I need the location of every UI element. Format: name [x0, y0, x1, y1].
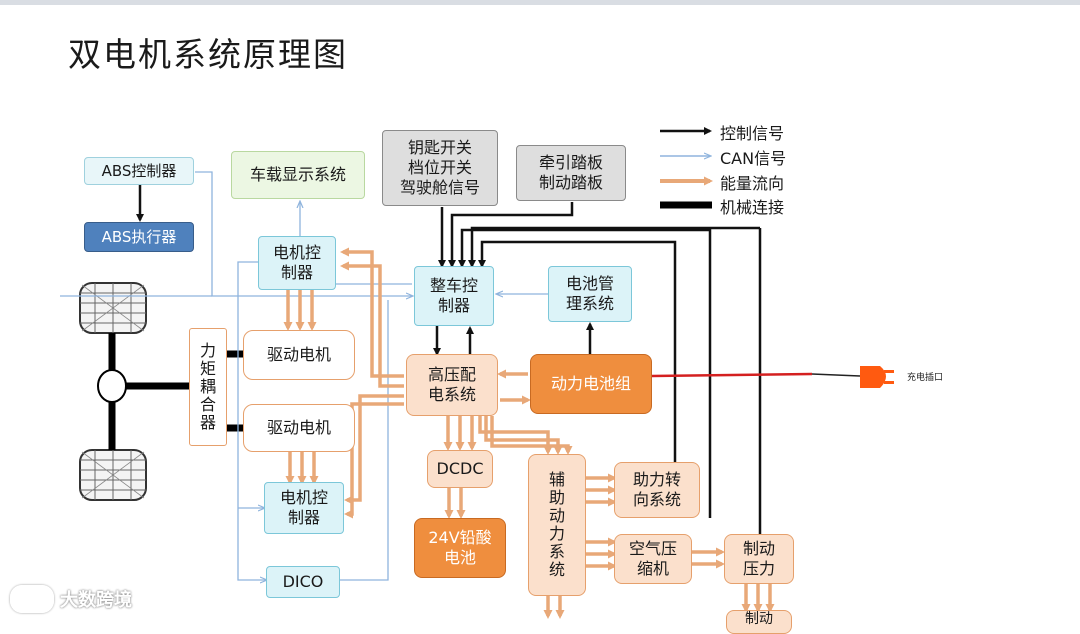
- watermark-text: 大数跨境: [60, 590, 132, 611]
- legend-can-label: CAN信号: [720, 149, 787, 168]
- dico-box: DICO: [266, 566, 340, 598]
- pedal-box: 牵引踏板 制动踏板: [516, 145, 626, 201]
- charging-line: [651, 372, 813, 378]
- energy-hv-mc1-b: [340, 261, 404, 388]
- watermark: 大数跨境: [10, 585, 132, 613]
- charging-port-label: 充电插口: [907, 373, 944, 383]
- can-mc-top: [237, 261, 266, 580]
- wheel-top-icon: [79, 282, 147, 334]
- bms-box: 电池管 理系统: [548, 266, 632, 322]
- watermark-logo-icon: [10, 585, 54, 613]
- top-bar: [0, 0, 1080, 5]
- diagram-connections: [60, 127, 894, 619]
- legend-energy-label: 能量流向: [720, 174, 785, 193]
- lead-battery-box: 24V铅酸 电池: [414, 518, 506, 578]
- energy-hv-aux-c: [490, 416, 573, 455]
- page-title: 双电机系统原理图: [68, 35, 348, 74]
- display-system-box: 车载显示系统: [231, 151, 365, 199]
- brake-pressure-box: 制动 压力: [724, 534, 794, 584]
- legend-control-label: 控制信号: [720, 124, 785, 143]
- can-dico: [340, 300, 389, 581]
- energy-hv-mc2-a: [344, 394, 404, 505]
- legend-mechanical-label: 机械连接: [720, 198, 785, 217]
- abs-actuator-box: ABS执行器: [84, 222, 194, 252]
- energy-hv-mc2-b: [344, 402, 404, 519]
- drive-motor-bottom-box: 驱动电机: [243, 404, 355, 452]
- motor-controller-bottom-box: 电机控 制器: [264, 482, 344, 534]
- motor-controller-top-box: 电机控 制器: [258, 236, 336, 290]
- torque-coupler-box: 力 矩 耦 合 器: [189, 328, 227, 446]
- ctrl-right-1: [458, 228, 712, 518]
- dcdc-box: DCDC: [427, 450, 493, 488]
- hv-distribution-box: 高压配 电系统: [406, 354, 498, 416]
- ctrl-steering: [478, 240, 677, 475]
- differential: [97, 369, 127, 403]
- air-compressor-box: 空气压 缩机: [614, 534, 692, 584]
- aux-power-box: 辅 助 动 力 系 统: [528, 454, 586, 596]
- key-switch-box: 钥匙开关 档位开关 驾驶舱信号: [382, 130, 498, 206]
- charging-plug-icon: [860, 366, 894, 388]
- brake-bottom-box: 制动: [726, 610, 792, 634]
- power-steering-box: 助力转 向系统: [614, 462, 700, 518]
- power-battery-box: 动力电池组: [530, 354, 652, 414]
- abs-controller-box: ABS控制器: [84, 157, 194, 185]
- drive-motor-top-box: 驱动电机: [243, 330, 355, 380]
- energy-hv-aux-a: [478, 416, 553, 455]
- vcu-box: 整车控 制器: [414, 266, 494, 326]
- ctrl-pedal-vcu: [448, 202, 574, 268]
- ctrl-right-3: [468, 226, 760, 268]
- energy-hv-mc1-a: [340, 247, 404, 378]
- charging-cable: [811, 373, 861, 377]
- wheel-bottom-icon: [79, 449, 147, 501]
